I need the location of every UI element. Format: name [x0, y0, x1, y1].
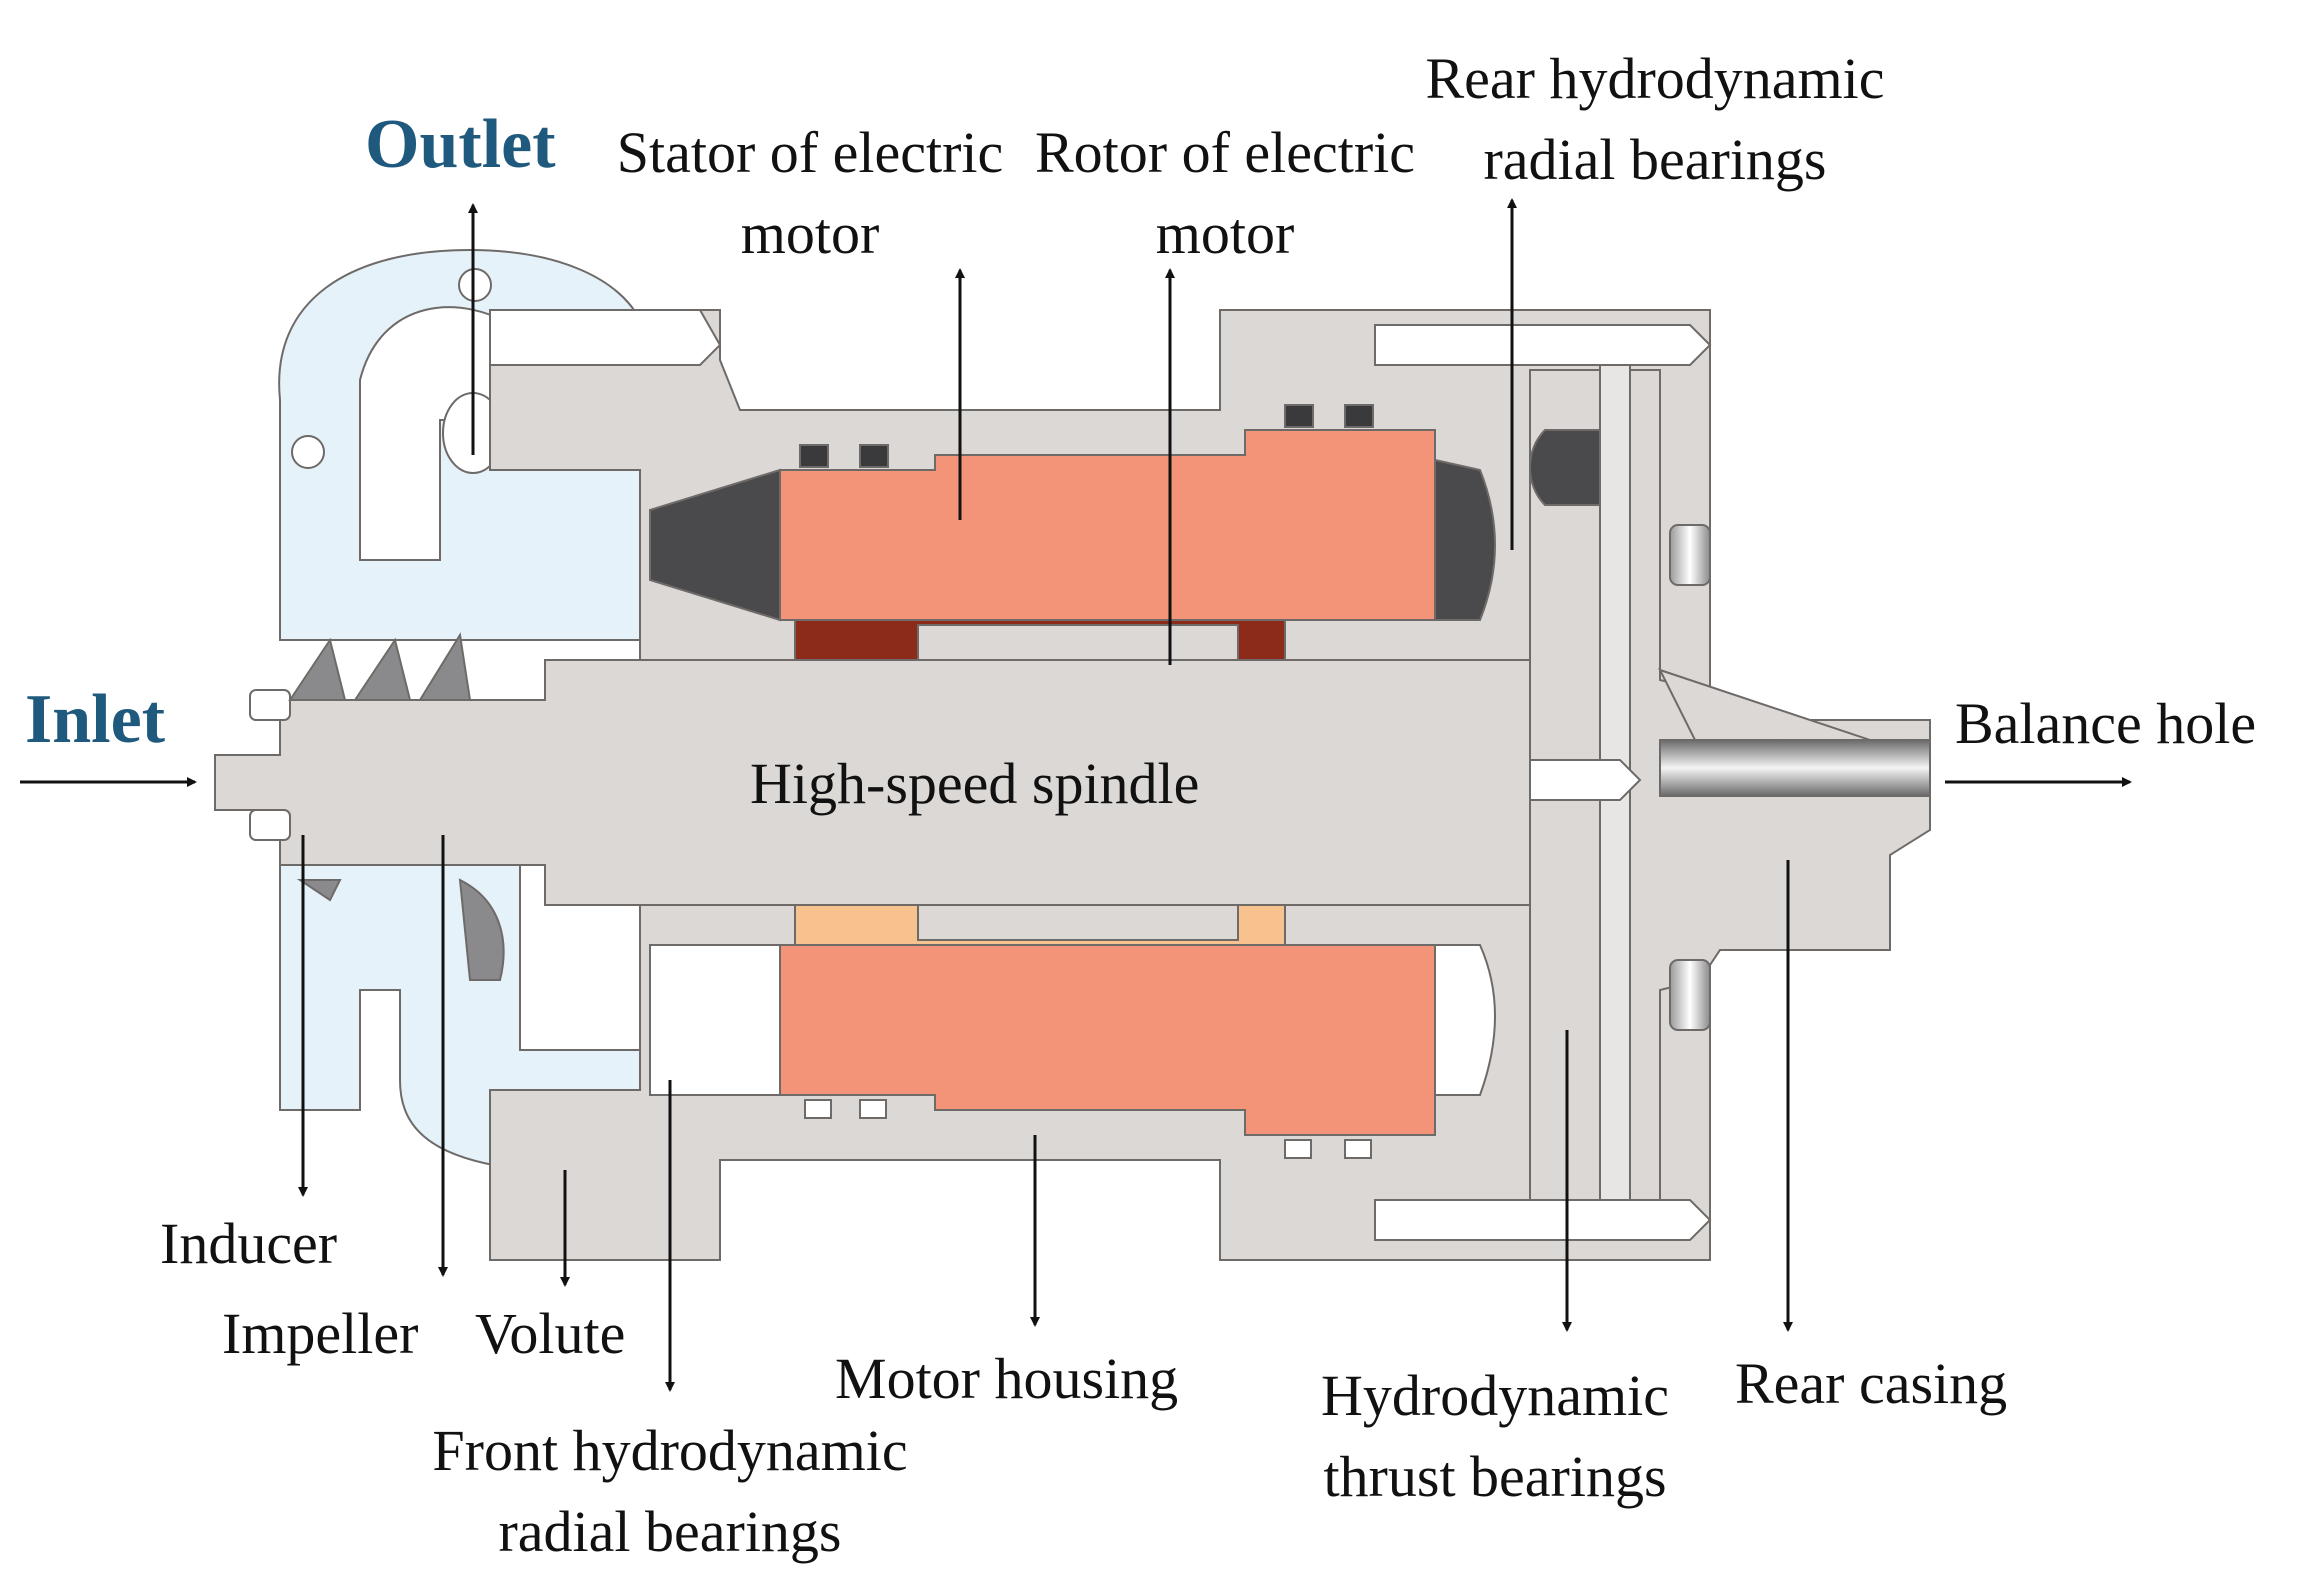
label-inducer: Inducer	[160, 1211, 338, 1276]
label-rear-radial: Rear hydrodynamic radial bearings	[1425, 46, 1885, 193]
label-rear-casing: Rear casing	[1735, 1351, 2008, 1416]
label-motor-housing: Motor housing	[835, 1346, 1179, 1411]
label-inlet: Inlet	[25, 681, 165, 758]
label-outlet: Outlet	[365, 106, 556, 183]
label-thrust: Hydrodynamic thrust bearings	[1321, 1363, 1669, 1510]
leader-arrows	[20, 198, 2132, 1392]
label-spindle: High-speed spindle	[750, 751, 1200, 816]
label-rotor: Rotor of electric motor	[1034, 120, 1416, 267]
label-stator: Stator of electric motor	[616, 120, 1004, 267]
label-impeller: Impeller	[222, 1301, 419, 1366]
end-windings	[649, 429, 1601, 1096]
label-front-radial: Front hydrodynamic radial bearings	[432, 1418, 908, 1565]
label-balance-hole: Balance hole	[1955, 691, 2257, 756]
impeller-blades	[288, 632, 505, 981]
stator	[779, 404, 1436, 1159]
label-volute: Volute	[475, 1301, 626, 1366]
high-speed-spindle	[214, 659, 1531, 906]
